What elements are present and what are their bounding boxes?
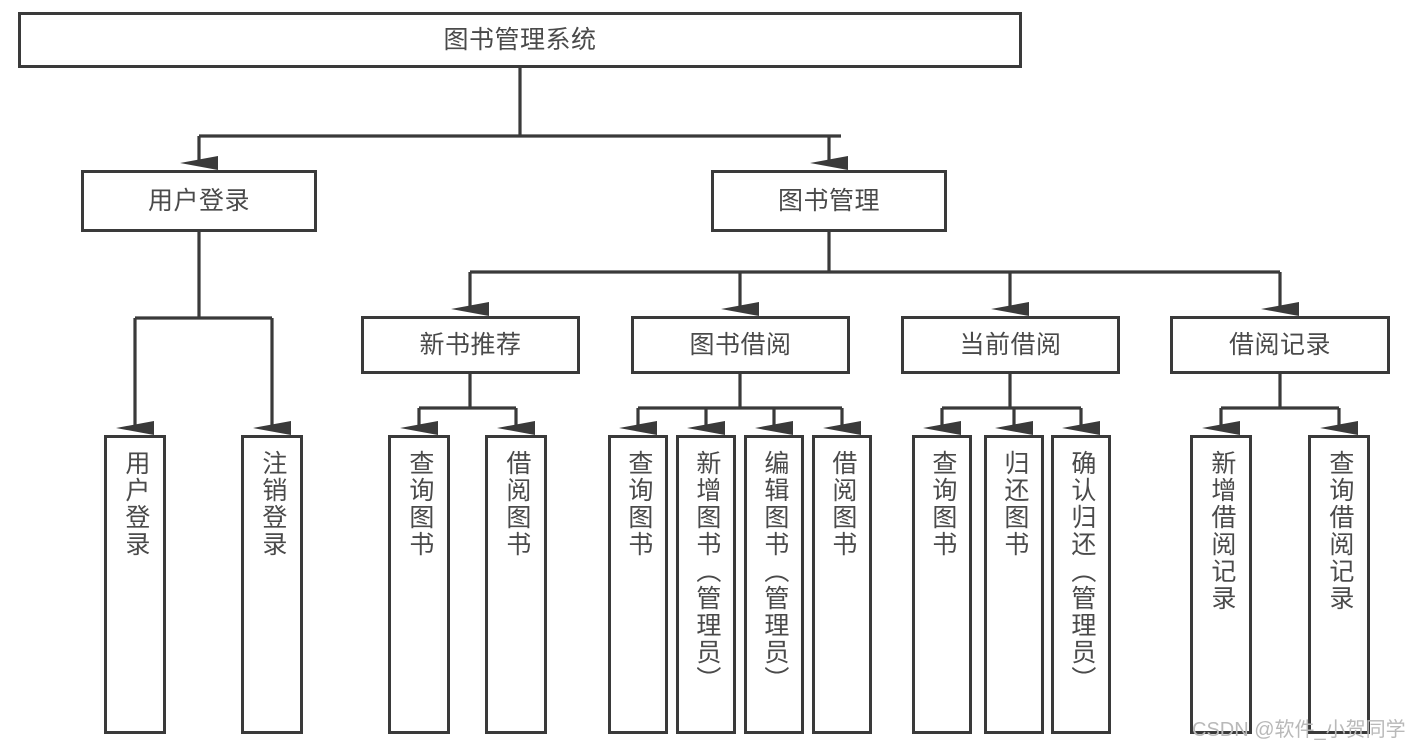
leaf-query-book-current-label: 查询图书 bbox=[928, 450, 957, 558]
leaf-query-book-current[interactable]: 查询图书 bbox=[912, 435, 972, 734]
leaf-user-login[interactable]: 用户登录 bbox=[104, 435, 166, 734]
leaf-confirm-return-admin[interactable]: 确认归还（管理员） bbox=[1051, 435, 1111, 734]
leaf-confirm-return-admin-label: 确认归还（管理员） bbox=[1067, 450, 1096, 693]
leaf-edit-book-admin-label: 编辑图书（管理员） bbox=[760, 450, 789, 693]
node-root-label: 图书管理系统 bbox=[443, 25, 597, 54]
node-root[interactable]: 图书管理系统 bbox=[18, 12, 1022, 68]
node-current-borrowing[interactable]: 当前借阅 bbox=[901, 316, 1120, 374]
node-new-book-recommendation-label: 新书推荐 bbox=[419, 330, 522, 359]
node-borrowing-records[interactable]: 借阅记录 bbox=[1170, 316, 1390, 374]
leaf-query-book-borrowing-label: 查询图书 bbox=[624, 450, 653, 558]
node-book-management[interactable]: 图书管理 bbox=[711, 170, 947, 232]
node-book-borrowing[interactable]: 图书借阅 bbox=[631, 316, 850, 374]
node-user-login[interactable]: 用户登录 bbox=[81, 170, 317, 232]
leaf-return-book[interactable]: 归还图书 bbox=[984, 435, 1044, 734]
leaf-query-book-recommend-label: 查询图书 bbox=[405, 450, 434, 558]
leaf-user-login-label: 用户登录 bbox=[121, 450, 150, 558]
leaf-query-borrow-record-label: 查询借阅记录 bbox=[1325, 450, 1354, 612]
leaf-query-book-recommend[interactable]: 查询图书 bbox=[388, 435, 450, 734]
node-user-login-label: 用户登录 bbox=[147, 186, 250, 215]
leaf-add-borrow-record[interactable]: 新增借阅记录 bbox=[1190, 435, 1252, 734]
node-current-borrowing-label: 当前借阅 bbox=[959, 330, 1062, 359]
leaf-return-book-label: 归还图书 bbox=[1000, 450, 1029, 558]
leaf-borrow-book[interactable]: 借阅图书 bbox=[812, 435, 872, 734]
leaf-add-book-admin-label: 新增图书（管理员） bbox=[692, 450, 721, 693]
leaf-add-book-admin[interactable]: 新增图书（管理员） bbox=[676, 435, 736, 734]
leaf-borrow-book-recommend-label: 借阅图书 bbox=[502, 450, 531, 558]
csdn-watermark: CSDN @软件_小贺同学 bbox=[1192, 719, 1405, 741]
leaf-borrow-book-label: 借阅图书 bbox=[828, 450, 857, 558]
node-new-book-recommendation[interactable]: 新书推荐 bbox=[361, 316, 580, 374]
node-book-borrowing-label: 图书借阅 bbox=[689, 330, 792, 359]
leaf-logout-label: 注销登录 bbox=[258, 450, 287, 558]
leaf-logout[interactable]: 注销登录 bbox=[241, 435, 303, 734]
node-borrowing-records-label: 借阅记录 bbox=[1228, 330, 1331, 359]
leaf-edit-book-admin[interactable]: 编辑图书（管理员） bbox=[744, 435, 804, 734]
leaf-borrow-book-recommend[interactable]: 借阅图书 bbox=[485, 435, 547, 734]
leaf-query-borrow-record[interactable]: 查询借阅记录 bbox=[1308, 435, 1370, 734]
leaf-query-book-borrowing[interactable]: 查询图书 bbox=[608, 435, 668, 734]
node-book-management-label: 图书管理 bbox=[777, 186, 880, 215]
leaf-add-borrow-record-label: 新增借阅记录 bbox=[1207, 450, 1236, 612]
